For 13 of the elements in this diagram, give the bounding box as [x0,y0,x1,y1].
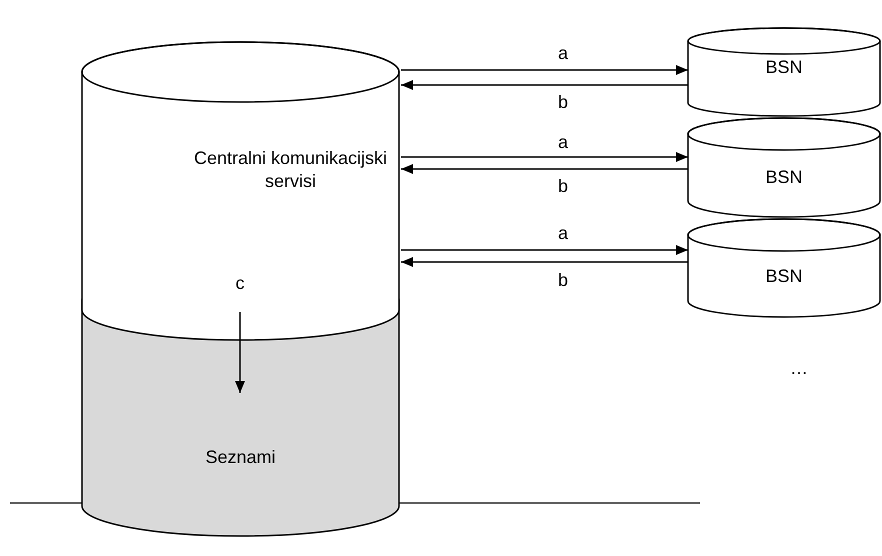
node-label: BSN [765,166,802,189]
arrow [401,245,688,255]
ellipsis-note: … [790,358,808,379]
node-label: Centralni komunikacijski servisi [193,147,388,193]
node-label: Seznami [205,446,276,469]
arrow [401,152,688,162]
node-label: BSN [765,56,802,79]
arrow [401,257,688,267]
arrow [235,312,245,393]
arrow [401,65,688,75]
arrow [401,164,688,174]
node-label: BSN [765,265,802,288]
arrow [401,80,688,90]
